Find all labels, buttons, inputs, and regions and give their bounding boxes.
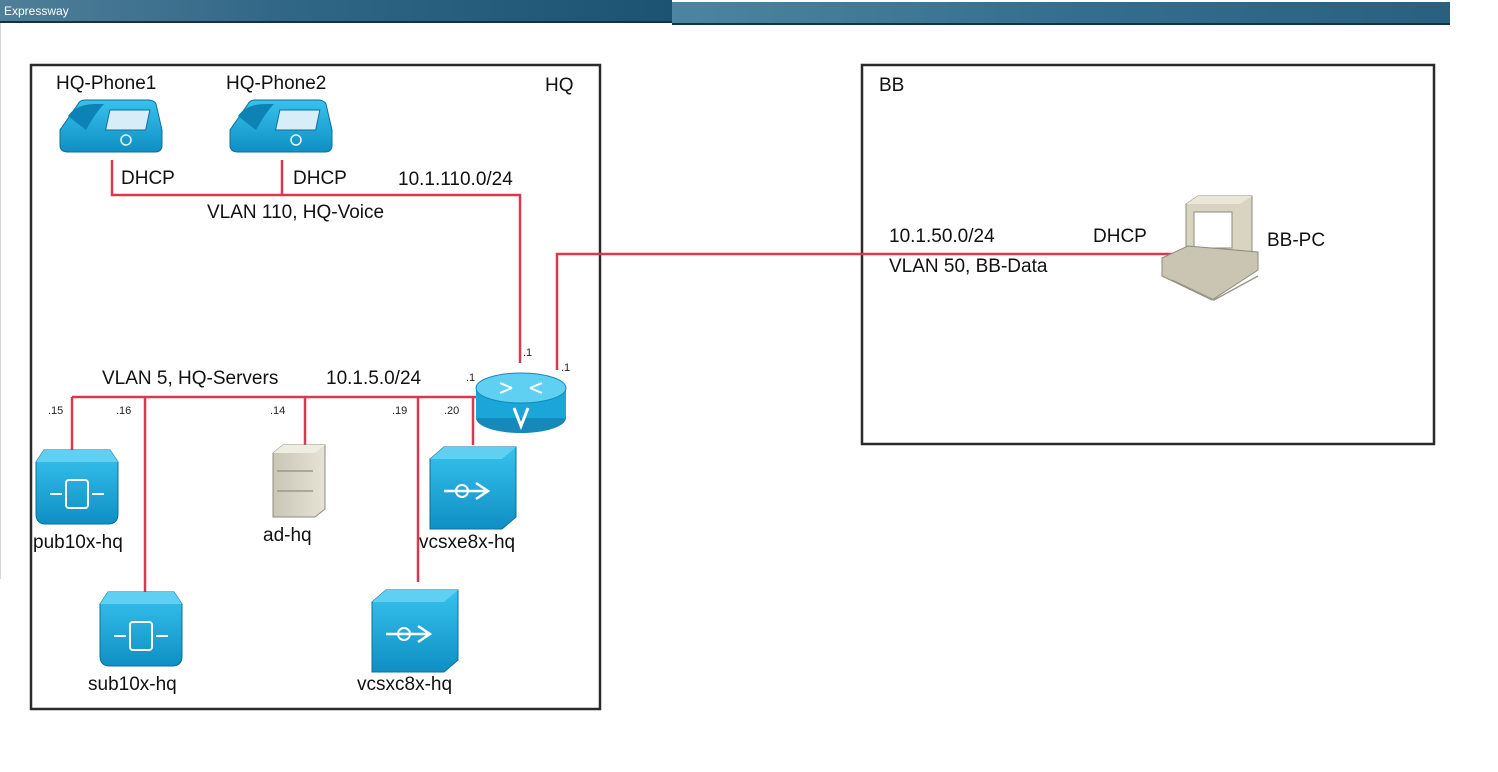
vcsxc-ip: .19 [392, 405, 407, 417]
sub-label: sub10x-hq [88, 674, 177, 695]
ad-label: ad-hq [263, 525, 312, 546]
titlebar-gap [672, 0, 690, 2]
server-vlan-label: VLAN 5, HQ-Servers [102, 368, 278, 389]
vcsxe-ip: .20 [444, 405, 459, 417]
bb-vlan-label: VLAN 50, BB-Data [889, 256, 1048, 277]
voice-subnet-label: 10.1.110.0/24 [398, 169, 513, 190]
router-icon [475, 372, 567, 433]
vcsxc-server-icon [371, 589, 459, 673]
router-port-voice: .1 [523, 347, 532, 359]
ad-ip: .14 [270, 405, 285, 417]
voice-vlan-label: VLAN 110, HQ-Voice [207, 202, 384, 223]
pub-label: pub10x-hq [33, 532, 123, 553]
bb-pc-icon [1161, 195, 1259, 301]
hq-phone1-label: HQ-Phone1 [56, 73, 156, 94]
ad-server-icon [272, 444, 326, 518]
router-port-left: .1 [466, 372, 475, 384]
hq-site-frame [29, 63, 602, 711]
router-port-bb: .1 [561, 362, 570, 374]
hq-site-label: HQ [545, 75, 574, 96]
hq-phone1-addr: DHCP [121, 168, 175, 189]
server-subnet-label: 10.1.5.0/24 [326, 368, 422, 389]
bb-pc-addr: DHCP [1093, 226, 1147, 247]
pub-server-icon [35, 449, 119, 525]
vcsxe-server-icon [429, 446, 517, 530]
bb-pc-label: BB-PC [1267, 230, 1325, 251]
window-titlebar-extension [672, 2, 1450, 25]
vcsxc-label: vcsxc8x-hq [357, 674, 452, 695]
sub-ip: .16 [116, 405, 131, 417]
bb-vlan-link [555, 252, 1175, 370]
hq-phone2-addr: DHCP [293, 168, 347, 189]
bb-site-label: BB [879, 75, 904, 96]
pub-ip: .15 [48, 405, 63, 417]
hq-phone2-label: HQ-Phone2 [226, 73, 326, 94]
hq-phone1-icon [59, 99, 163, 153]
sub-server-icon [99, 591, 183, 667]
window-titlebar: Expressway [0, 0, 672, 23]
window-left-edge [0, 23, 1, 579]
hq-phone2-icon [229, 99, 333, 153]
vcsxe-label: vcsxe8x-hq [419, 532, 515, 553]
network-links [70, 160, 1175, 594]
bb-subnet-label: 10.1.50.0/24 [889, 226, 995, 247]
voice-vlan-link [110, 160, 522, 363]
window-title: Expressway [4, 4, 69, 18]
